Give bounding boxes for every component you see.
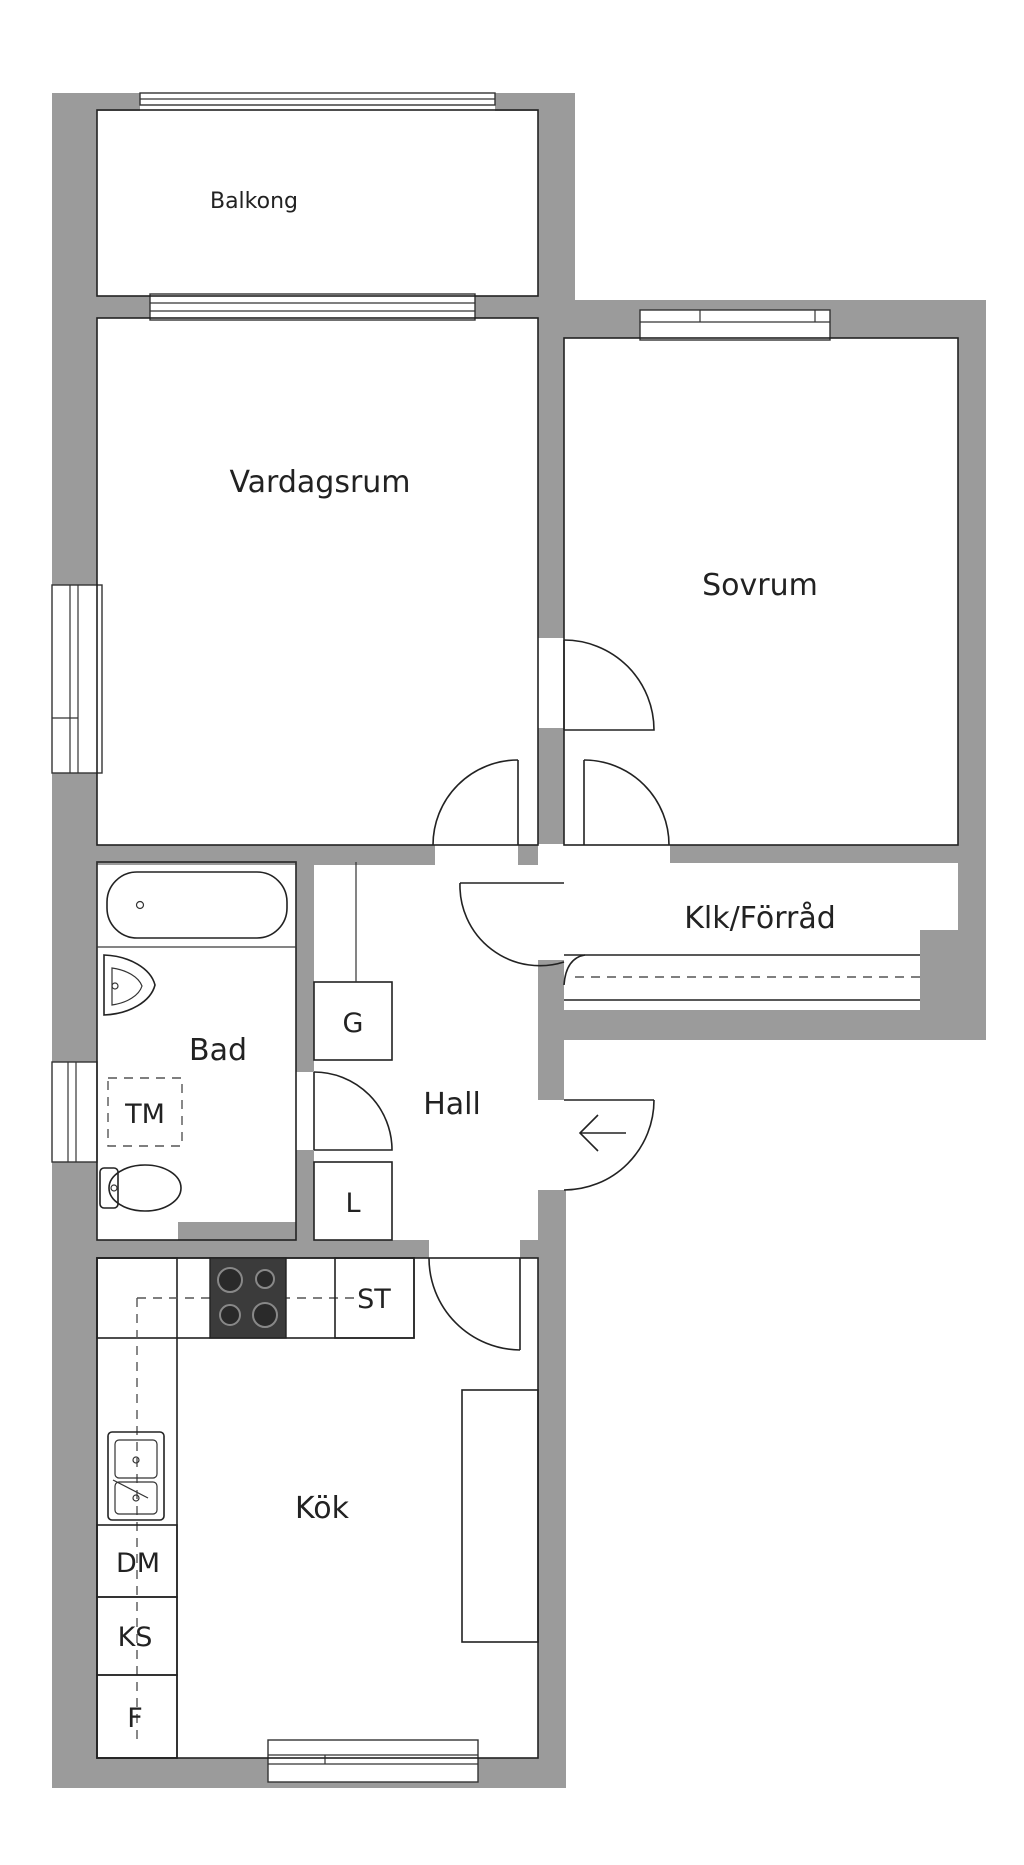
wall-bad-right-lower — [296, 1150, 314, 1242]
room-label-klk: Klk/Förråd — [684, 901, 836, 936]
window-bad — [51, 1061, 98, 1163]
kitchen-wardrobe — [461, 1389, 539, 1643]
wall-klk-left — [538, 960, 564, 1015]
door-klk[interactable] — [459, 882, 565, 967]
room-label-kok: Kök — [295, 1491, 350, 1526]
wall-kok-top — [97, 1240, 429, 1258]
door-entrance[interactable] — [563, 1099, 655, 1191]
cabinet-st — [334, 1257, 415, 1339]
room-label-hall: Hall — [423, 1087, 481, 1122]
door-bad[interactable] — [313, 1071, 393, 1151]
wall-living-bottom — [97, 845, 435, 865]
doors — [313, 639, 670, 1351]
door-sovrum[interactable] — [563, 639, 655, 731]
washbasin — [103, 954, 156, 1016]
wall-kok-top-b — [520, 1240, 566, 1258]
wall-balcony-top — [52, 93, 140, 111]
window-balcony-door — [149, 293, 476, 321]
wall-kok-right — [538, 1190, 566, 1788]
g-label: G — [343, 1008, 364, 1039]
kitchen-sink — [107, 1431, 165, 1521]
walls — [52, 93, 986, 1788]
stove — [209, 1257, 287, 1339]
freezer — [96, 1674, 178, 1759]
room-label-vardagsrum: Vardagsrum — [229, 465, 410, 500]
f-label: F — [127, 1703, 143, 1734]
washing-machine — [107, 1077, 183, 1147]
st-label: ST — [357, 1284, 391, 1315]
room-label-balkong: Balkong — [210, 189, 298, 214]
window-vardagsrum — [51, 584, 103, 774]
dm-label: DM — [116, 1548, 160, 1579]
arrow-left-icon — [578, 1114, 626, 1152]
window-sovrum — [639, 309, 831, 341]
wall-center-mid — [538, 293, 564, 638]
fixtures: TM G L — [96, 861, 920, 1759]
bathtub — [96, 861, 297, 948]
door-vardagsrum[interactable] — [432, 759, 519, 846]
tm-label: TM — [124, 1099, 165, 1130]
window-kok — [267, 1739, 479, 1783]
cabinet-l — [313, 1161, 393, 1241]
room-labels: Balkong Vardagsrum Sovrum Klk/Förråd Bad… — [189, 189, 836, 1526]
wall-spine-a — [538, 728, 564, 844]
door-sovrum-hall[interactable] — [583, 759, 670, 846]
room-label-bad: Bad — [189, 1033, 247, 1068]
wall-right — [958, 300, 986, 1040]
cabinet-g — [313, 981, 393, 1061]
wall-hall-right — [538, 1015, 564, 1100]
wall-left — [52, 93, 97, 1788]
toilet — [99, 1164, 182, 1212]
wall-bad-right — [296, 862, 314, 1072]
room-label-sovrum: Sovrum — [702, 568, 818, 603]
ks-label: KS — [118, 1622, 153, 1653]
wall-center-upper — [538, 93, 575, 303]
door-kok[interactable] — [428, 1257, 521, 1351]
l-label: L — [345, 1188, 360, 1219]
windows — [51, 92, 831, 1783]
wall-klk-step — [920, 930, 960, 1010]
wall-living-bottom-b — [518, 845, 538, 865]
wall-sovrum-klk — [670, 845, 960, 863]
wall-klk-bottom — [564, 1010, 986, 1040]
